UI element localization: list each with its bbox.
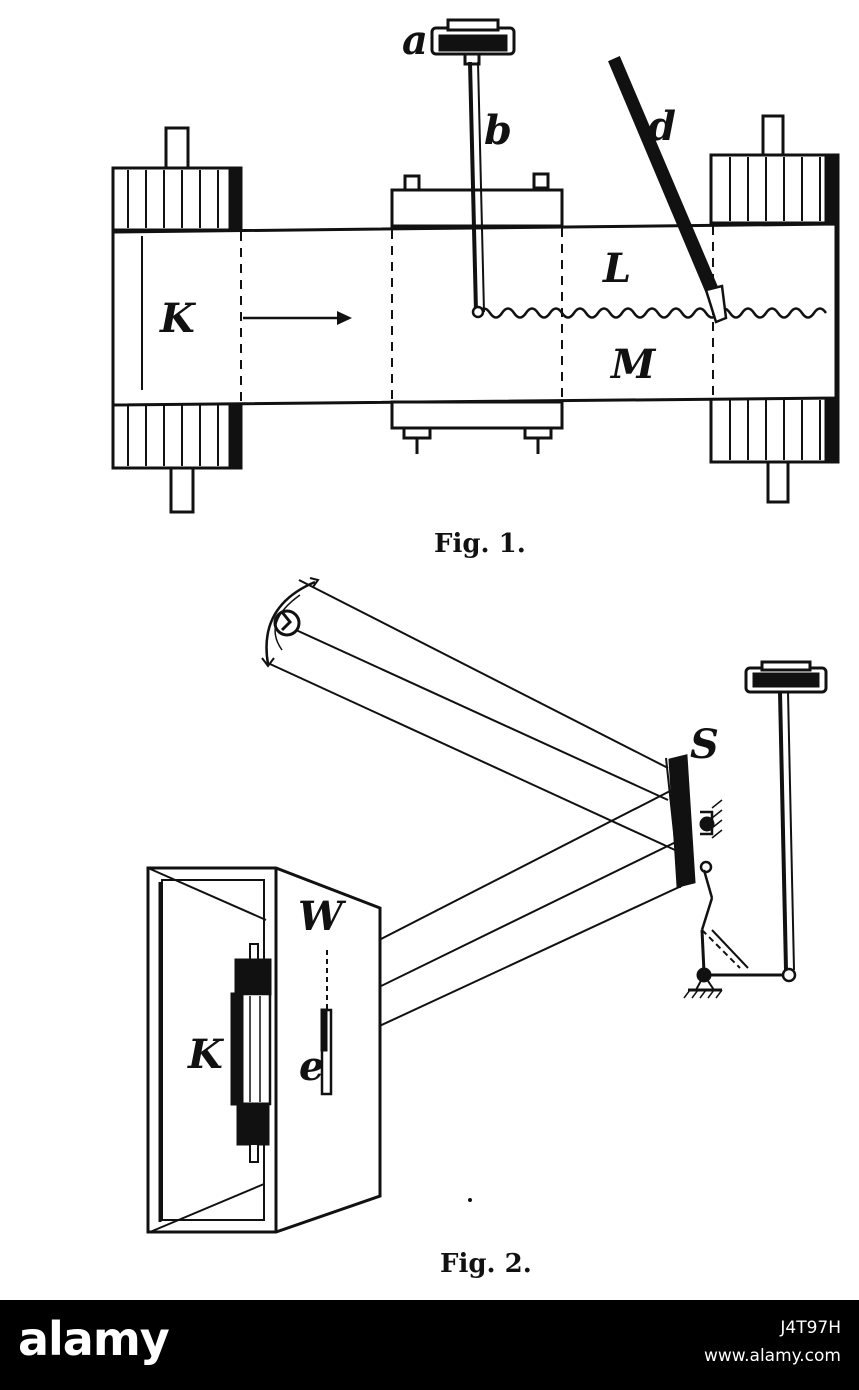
dial-fig2 bbox=[744, 660, 828, 971]
diagram-area: a b d K L M Fig. 1. S W K e Fig. 2. bbox=[111, 17, 840, 1279]
incident-beam bbox=[269, 579, 676, 851]
diagram-canvas: a b d K L M Fig. 1. S W K e Fig. 2. bbox=[111, 17, 840, 1279]
trace-line bbox=[476, 307, 828, 319]
slit-e bbox=[320, 950, 333, 1096]
center-clamp bbox=[390, 172, 564, 454]
label-s: S bbox=[690, 721, 719, 768]
image-code: J4T97H bbox=[780, 1318, 841, 1338]
label-b: b bbox=[484, 107, 512, 154]
feed-arrow bbox=[243, 311, 352, 325]
label-l: L bbox=[602, 245, 631, 292]
light-source bbox=[261, 577, 320, 668]
label-w: W bbox=[298, 893, 347, 940]
rod-b bbox=[468, 61, 478, 313]
label-a: a bbox=[402, 17, 428, 64]
dial-a bbox=[430, 18, 516, 66]
watermark-banner: alamy J4T97H www.alamy.com bbox=[0, 1300, 859, 1390]
label-e: e bbox=[299, 1043, 324, 1090]
label-m: M bbox=[609, 341, 657, 388]
caption-fig1: Fig. 1. bbox=[434, 529, 526, 559]
pen-d bbox=[608, 56, 728, 324]
caption-fig2: Fig. 2. bbox=[440, 1249, 532, 1279]
mirror-s bbox=[665, 754, 723, 889]
reflected-beam bbox=[331, 789, 691, 1049]
linkage bbox=[683, 860, 797, 999]
label-k-fig1: K bbox=[159, 295, 197, 342]
alamy-logo: alamy bbox=[18, 1312, 170, 1366]
drum-k-fig2 bbox=[230, 943, 272, 1163]
site-url: www.alamy.com bbox=[703, 1346, 841, 1366]
label-k-fig2: K bbox=[187, 1031, 225, 1078]
label-d: d bbox=[648, 103, 676, 150]
